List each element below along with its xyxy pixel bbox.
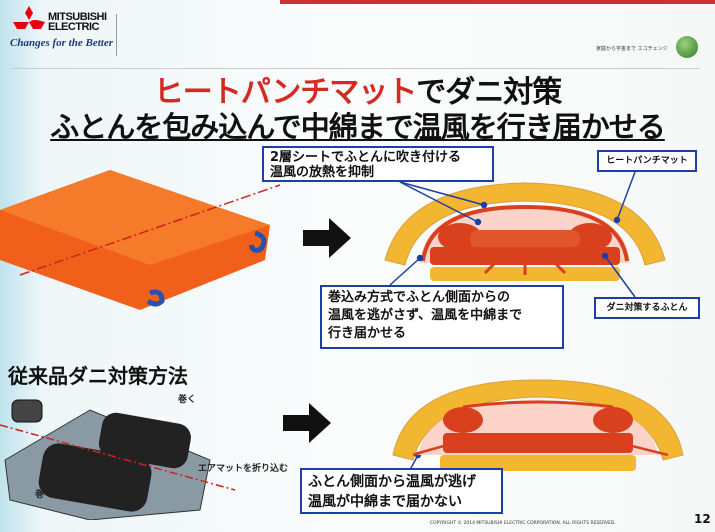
top-accent-bar: [280, 0, 715, 4]
eco-change-logo-icon: [676, 36, 698, 58]
callout-target-futon: ダニ対策するふとん: [594, 297, 700, 319]
callout-heat-punch-mat: ヒートパンチマット: [597, 150, 697, 172]
heat-punch-mat-photo: [0, 170, 281, 310]
callout-two-layer-sheet: 2層シートでふとんに吹き付ける温風の放熱を抑制: [262, 146, 494, 182]
tagline: Changes for the Better: [10, 37, 113, 49]
arrow-right-icon: [303, 218, 351, 258]
label-wrap-bottom: 巻く: [35, 490, 54, 500]
arrow-right-icon: [283, 403, 331, 443]
eco-slogan: 家庭から宇宙まで エコチェンジ: [596, 46, 668, 52]
copyright: COPYRIGHT © 2014 MITSUBISHI ELECTRIC COR…: [430, 521, 616, 526]
page-number: 12: [694, 512, 711, 526]
futon-wrap-diagram: [384, 182, 666, 281]
label-wrap-top: 巻く: [178, 395, 197, 405]
divider: [10, 68, 700, 69]
divider: [116, 14, 117, 56]
conventional-method-heading: 従来品ダニ対策方法: [8, 364, 188, 388]
callout-wrap-method: 巻込み方式でふとん側面からの温風を逃がさず、温風を中綿まで行き届かせる: [320, 285, 564, 349]
slide-subtitle: ふとんを包み込んで中綿まで温風を行き届かせる: [50, 110, 666, 144]
slide-title: ヒートパンチマットでダニ対策: [153, 75, 563, 110]
conventional-air-mat-photo: [0, 399, 236, 520]
conventional-futon-diagram: [392, 379, 684, 471]
label-fold-air-mat: エアマットを折り込む: [198, 464, 289, 474]
callout-heat-leak: ふとん側面から温風が逃げ温風が中綿まで届かない: [300, 468, 503, 514]
mitsubishi-logo-icon: [13, 6, 45, 29]
